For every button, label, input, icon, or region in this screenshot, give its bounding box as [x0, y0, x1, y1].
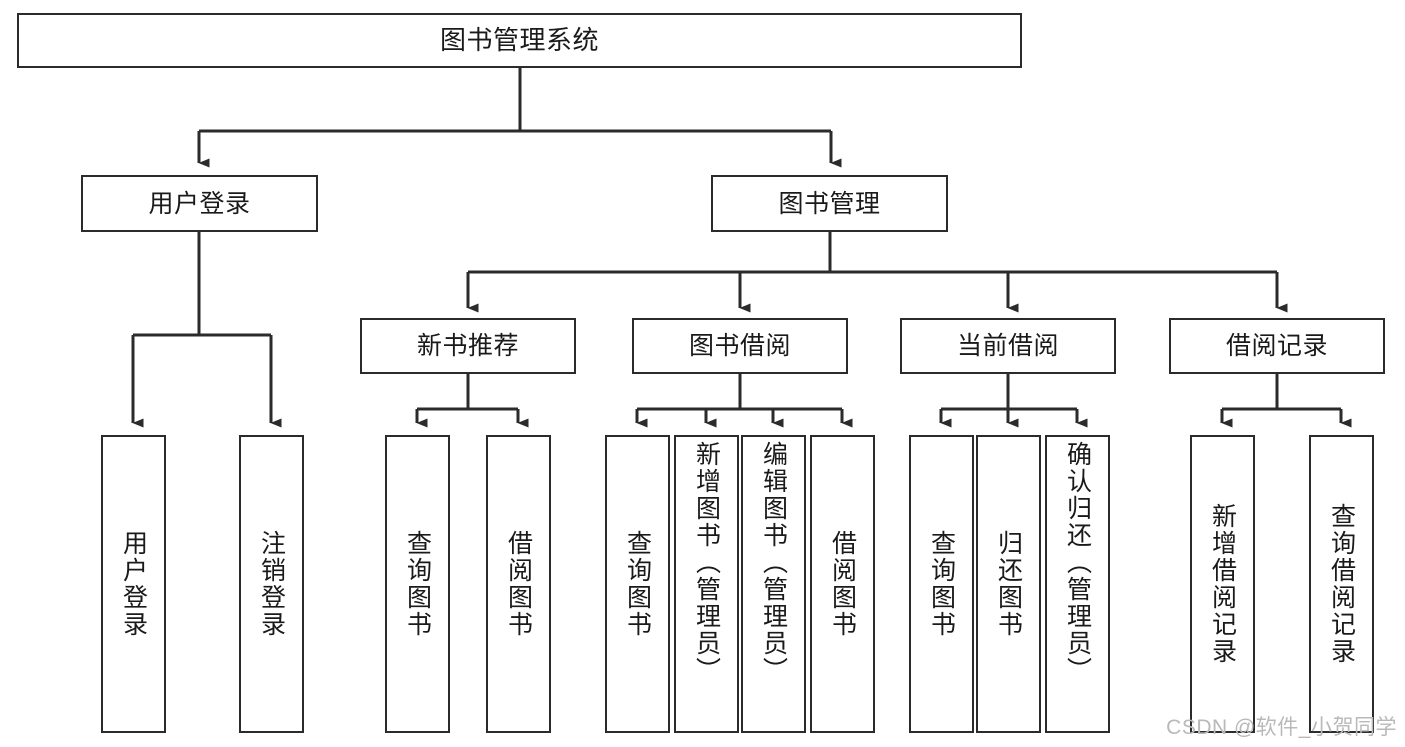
leaf-user-login[interactable]: 用户登录	[101, 435, 166, 733]
node-book-borrow-label: 图书借阅	[688, 332, 791, 360]
node-current-borrow[interactable]: 当前借阅	[900, 318, 1116, 374]
leaf-edit-book[interactable]: 编辑图书（管理员）	[741, 435, 806, 733]
node-borrow-record-label: 借阅记录	[1225, 332, 1328, 360]
node-root[interactable]: 图书管理系统	[17, 13, 1022, 68]
node-book-borrow[interactable]: 图书借阅	[632, 318, 848, 374]
node-new-book-rec-label: 新书推荐	[416, 332, 519, 360]
node-borrow-record[interactable]: 借阅记录	[1169, 318, 1385, 374]
leaf-query-record[interactable]: 查询借阅记录	[1309, 435, 1374, 733]
leaf-return-book-label: 归还图书	[994, 530, 1023, 638]
node-book-manage[interactable]: 图书管理	[711, 175, 948, 232]
leaf-confirm-return[interactable]: 确认归还（管理员）	[1045, 435, 1110, 733]
leaf-query-book-1-label: 查询图书	[403, 530, 432, 638]
watermark: CSDN @软件_小贺同学	[1166, 716, 1397, 739]
node-new-book-rec[interactable]: 新书推荐	[360, 318, 576, 374]
leaf-add-record[interactable]: 新增借阅记录	[1190, 435, 1255, 733]
leaf-query-book-3-label: 查询图书	[927, 530, 956, 638]
leaf-borrow-book-2-label: 借阅图书	[828, 530, 857, 638]
leaf-return-book[interactable]: 归还图书	[976, 435, 1041, 733]
leaf-borrow-book-2[interactable]: 借阅图书	[810, 435, 875, 733]
leaf-add-record-label: 新增借阅记录	[1208, 503, 1237, 665]
node-root-label: 图书管理系统	[439, 24, 599, 55]
leaf-query-book-2-label: 查询图书	[623, 530, 652, 638]
leaf-logout-label: 注销登录	[257, 530, 286, 638]
node-book-manage-label: 图书管理	[778, 189, 881, 218]
leaf-query-book-2[interactable]: 查询图书	[605, 435, 670, 733]
leaf-query-book-3[interactable]: 查询图书	[909, 435, 974, 733]
leaf-query-book-1[interactable]: 查询图书	[385, 435, 450, 733]
leaf-edit-book-label: 编辑图书（管理员）	[759, 441, 788, 684]
leaf-query-record-label: 查询借阅记录	[1327, 503, 1356, 665]
node-user-login[interactable]: 用户登录	[81, 175, 318, 232]
leaf-borrow-book-1[interactable]: 借阅图书	[486, 435, 551, 733]
leaf-add-book[interactable]: 新增图书（管理员）	[674, 435, 739, 733]
node-user-login-label: 用户登录	[148, 189, 251, 218]
leaf-borrow-book-1-label: 借阅图书	[504, 530, 533, 638]
leaf-user-login-label: 用户登录	[119, 530, 148, 638]
leaf-add-book-label: 新增图书（管理员）	[692, 441, 721, 684]
leaf-confirm-return-label: 确认归还（管理员）	[1063, 441, 1092, 684]
node-current-borrow-label: 当前借阅	[956, 332, 1059, 360]
leaf-logout[interactable]: 注销登录	[239, 435, 304, 733]
